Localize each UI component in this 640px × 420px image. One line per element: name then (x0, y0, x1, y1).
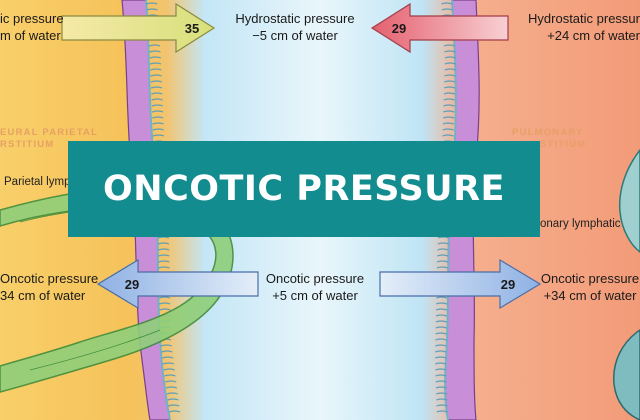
oncotic-pleural-value-label: +5 cm of water (272, 288, 358, 303)
hydrostatic-pulmonary-label: Hydrostatic pressur +24 cm of water (500, 10, 640, 44)
oncotic-parietal-value: 29 (125, 277, 139, 292)
pulmonary-interstitium-line2: STITIUM (540, 139, 587, 150)
oncotic-pleural-label-line1: Oncotic pressure (265, 271, 365, 286)
hydrostatic-arrow-pulmonary: 29 (370, 2, 509, 54)
pulmonary-lymphatic-label: onary lymphatic (540, 218, 621, 230)
hydrostatic-pulmonary-value: 29 (392, 21, 406, 36)
oncotic-pulmonary-label-line1: Oncotic pressure (540, 271, 640, 286)
hydrostatic-arrow-parietal: 35 (61, 2, 216, 54)
oncotic-pulmonary-label: Oncotic pressure +34 cm of water (540, 270, 640, 304)
parietal-interstitium-line1: EURAL PARIETAL (0, 127, 99, 138)
hydrostatic-parietal-value: 35 (185, 21, 199, 36)
hydrostatic-pleural-value-label: −5 cm of water (252, 28, 338, 43)
oncotic-pulmonary-value-label: +34 cm of water (543, 288, 637, 303)
hydrostatic-parietal-value-label: m of water (0, 28, 61, 43)
title-banner: ONCOTIC PRESSURE (68, 141, 540, 237)
hydrostatic-pleural-label: Hydrostatic pressure −5 cm of water (220, 10, 370, 44)
hydrostatic-parietal-label: ic pressure m of water (0, 10, 64, 44)
hydrostatic-pleural-label-line1: Hydrostatic pressure (235, 11, 355, 26)
banner-title: ONCOTIC PRESSURE (103, 169, 505, 209)
hydrostatic-pulmonary-label-line1: Hydrostatic pressur (528, 11, 640, 26)
oncotic-arrow-pulmonary: 29 (379, 258, 542, 310)
oncotic-parietal-label: Oncotic pressure 34 cm of water (0, 270, 98, 304)
oncotic-pulmonary-value: 29 (501, 277, 515, 292)
hydrostatic-pulmonary-value-label: +24 cm of water (547, 28, 640, 43)
hydrostatic-parietal-label-line1: ic pressure (0, 11, 64, 26)
pulmonary-interstitium-label: PULMONARY STITIUM (512, 127, 586, 151)
pulmonary-lymphatic-vessel (618, 148, 640, 253)
parietal-interstitium-label: EURAL PARIETAL RSTITIUM (0, 127, 98, 151)
parietal-interstitium-line2: RSTITIUM (0, 139, 55, 150)
oncotic-parietal-label-line1: Oncotic pressure (0, 271, 99, 286)
pulmonary-interstitium-line1: PULMONARY (512, 127, 584, 138)
parietal-lymphatic-label: Parietal lymp (4, 176, 71, 188)
oncotic-pleural-label: Oncotic pressure +5 cm of water (240, 270, 390, 304)
oncotic-parietal-value-label: 34 cm of water (0, 288, 86, 303)
pulmonary-vessel-bottom (613, 329, 640, 420)
oncotic-arrow-parietal: 29 (96, 258, 259, 310)
